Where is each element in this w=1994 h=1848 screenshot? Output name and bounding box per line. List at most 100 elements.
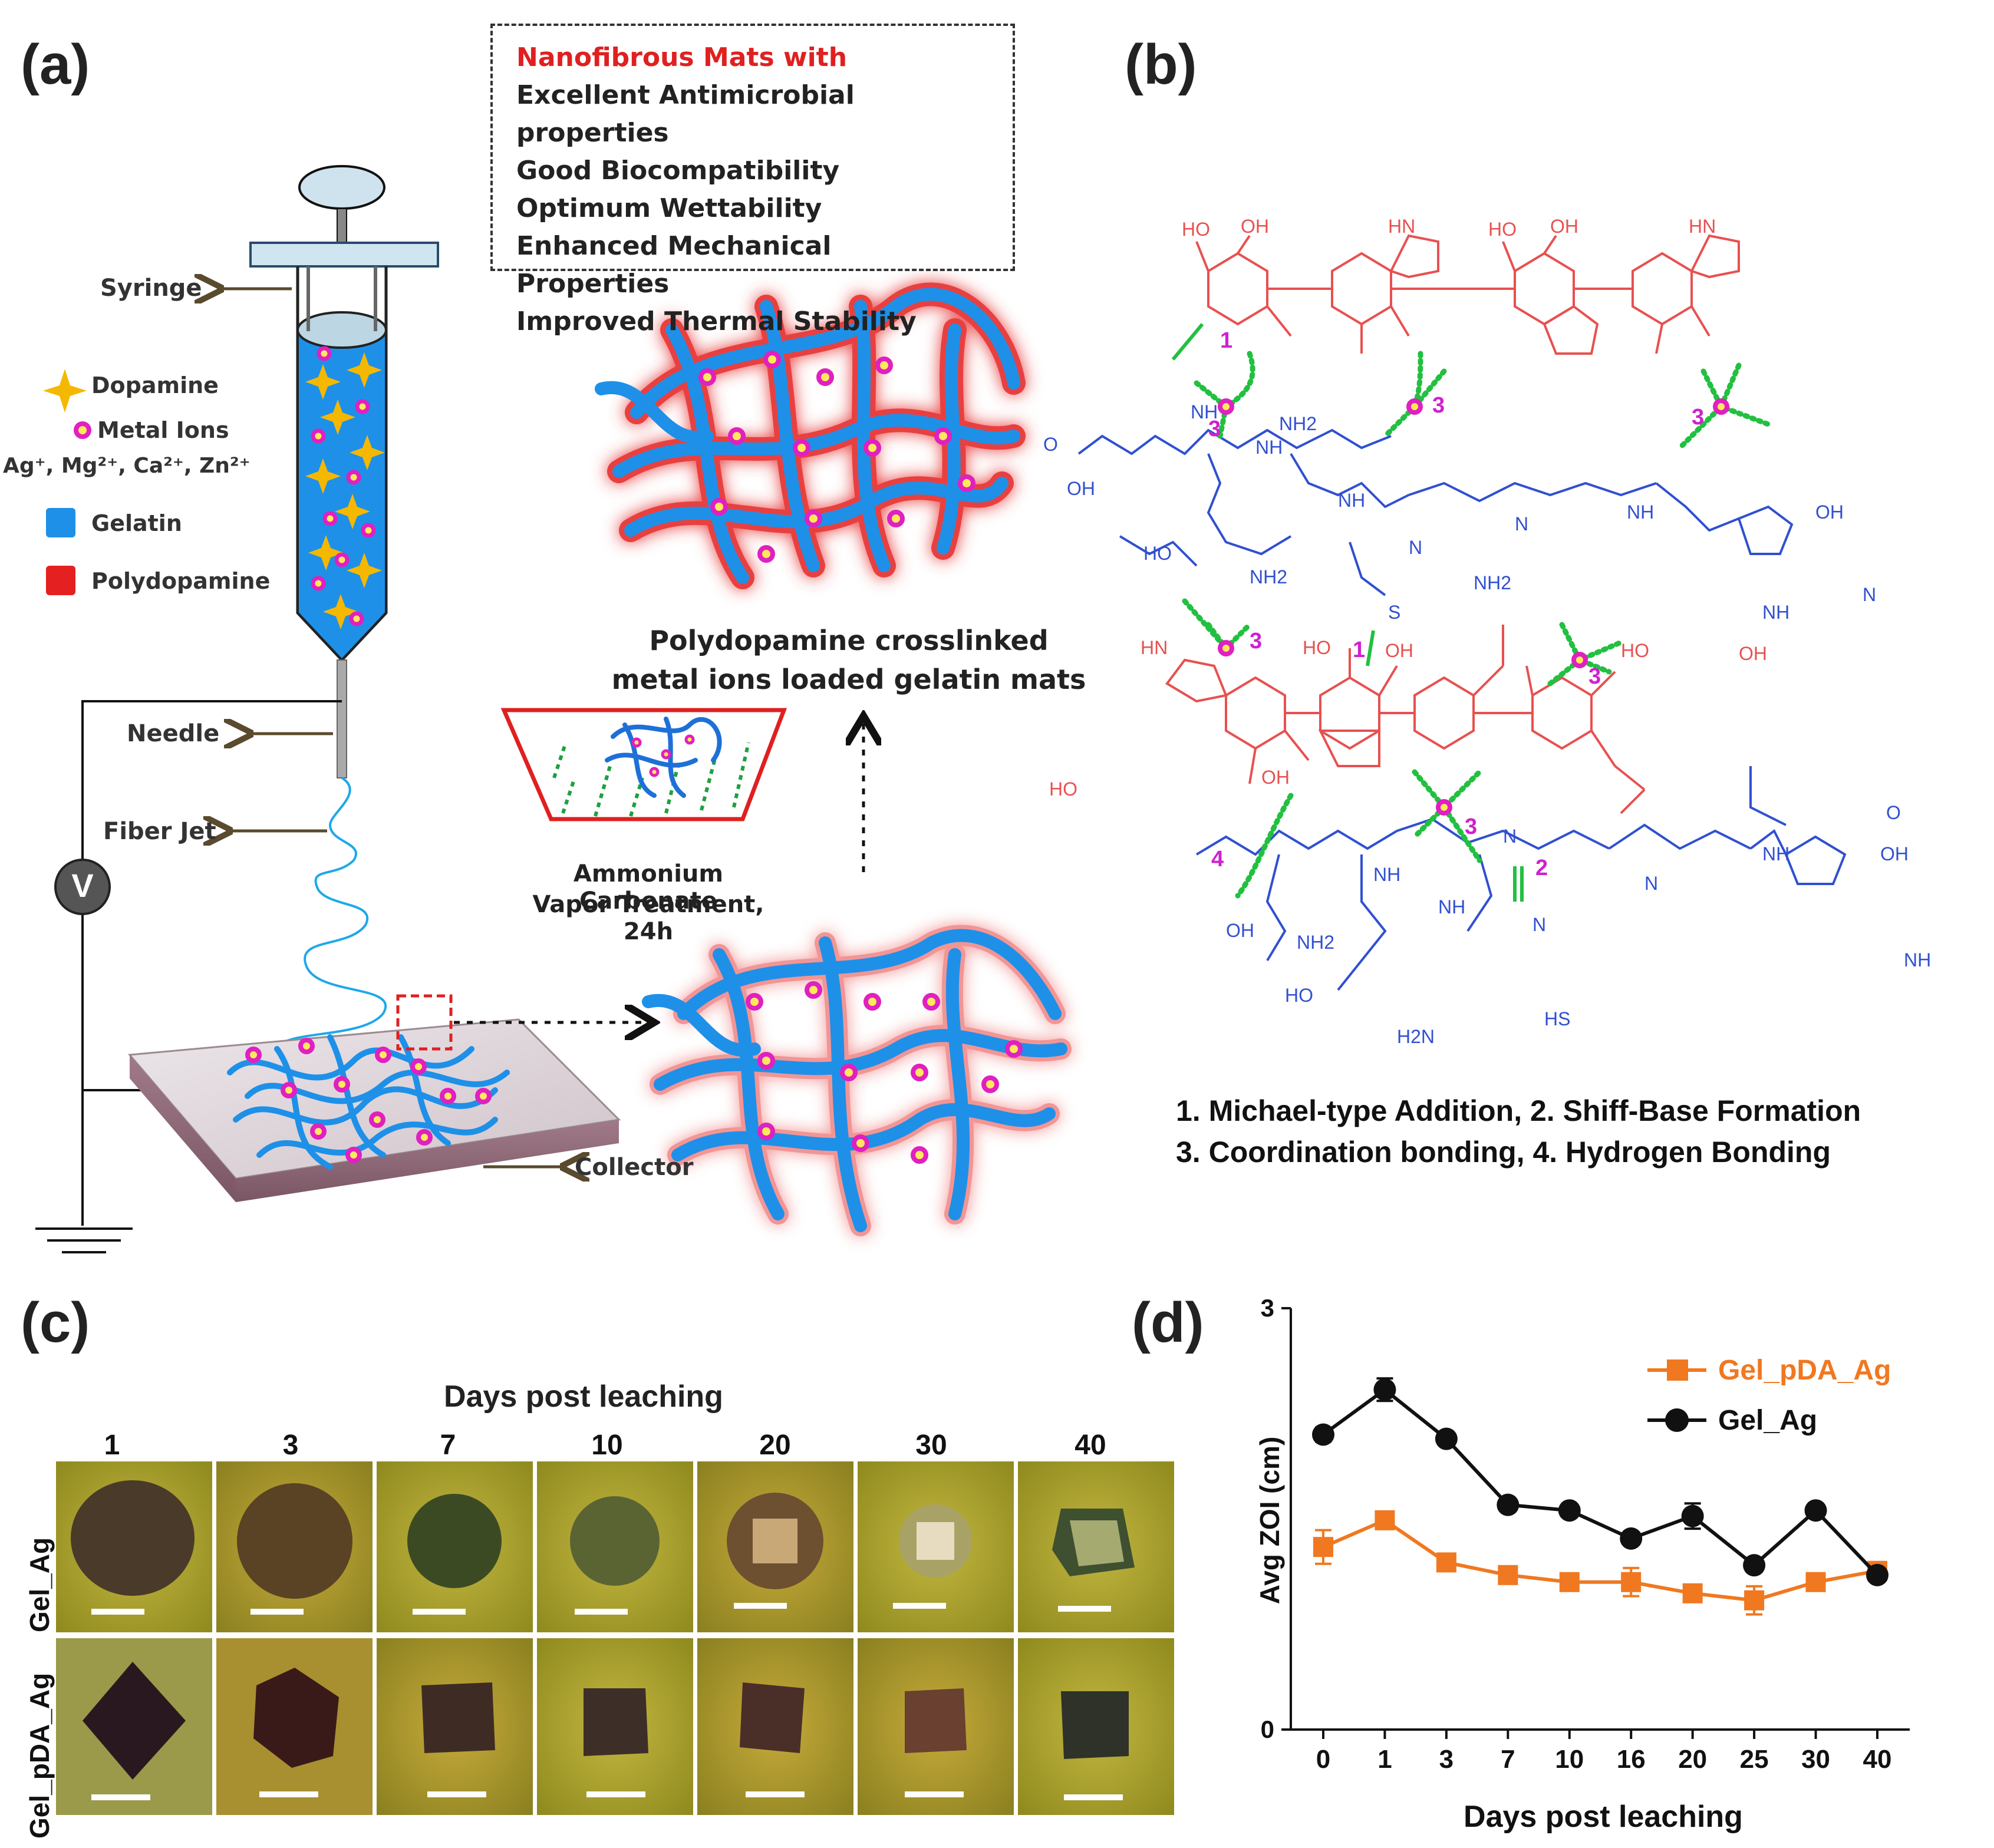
panel-label-c: (c) — [21, 1291, 90, 1354]
y-tick-label: 3 — [1261, 1294, 1274, 1322]
scale-bars-bottom — [91, 1791, 1123, 1800]
chem-nh: NH — [1438, 896, 1465, 918]
deposited-metal-ions — [245, 1038, 492, 1163]
panel-c-title: Days post leaching — [444, 1380, 723, 1414]
polydopamine-swatch — [46, 566, 75, 595]
crosslinking-chemistry-diagram: HO OH HN HO OH HN HN HO OH HO HO OH OH N… — [1043, 216, 1931, 1047]
chem-nh: NH — [1191, 401, 1218, 423]
chem-oh: OH — [1815, 501, 1844, 523]
bond-type-label: 2 — [1535, 856, 1548, 880]
photo-row-gel-ag — [56, 1461, 1174, 1632]
chem-hs: HS — [1544, 1008, 1570, 1029]
treatment-caption-line2: Vapor Treatment, 24h — [532, 891, 764, 945]
gelatin-mat-bottom — [642, 925, 1072, 1236]
needle-label: Needle — [127, 720, 220, 747]
chem-hn: HN — [1689, 216, 1716, 237]
chem-n: N — [1644, 873, 1658, 894]
dopamine-star-icon — [43, 369, 87, 412]
legend-dopamine-label: Dopamine — [91, 372, 219, 398]
chem-oh: OH — [1550, 216, 1578, 237]
chem-nh: NH — [1762, 602, 1789, 623]
day-label: 1 — [104, 1430, 120, 1461]
chem-ho: HO — [1303, 637, 1331, 658]
legend-gelatin-label: Gelatin — [91, 510, 182, 536]
x-tick-label: 30 — [1801, 1745, 1830, 1774]
chem-nh: NH — [1255, 437, 1283, 458]
polydopamine-top-chain — [1195, 234, 1740, 355]
chem-o: O — [1886, 802, 1901, 823]
chem-oh: OH — [1067, 478, 1095, 499]
chem-h2n: H2N — [1397, 1026, 1435, 1047]
x-tick-label: 3 — [1439, 1745, 1454, 1774]
polydopamine-bottom-chain — [1165, 625, 1646, 814]
reaction-legend-line1: 1. Michael-type Addition, 2. Shiff-Base … — [1176, 1094, 1861, 1127]
electrospinning-schematic — [35, 165, 1072, 1253]
x-tick-label: 10 — [1555, 1745, 1584, 1774]
voltage-label: V — [71, 867, 94, 904]
collector-plate — [127, 1018, 621, 1202]
data-point — [1682, 1583, 1703, 1603]
crosslinked-mat-top — [595, 282, 1026, 589]
day-label: 10 — [591, 1430, 623, 1461]
data-point — [1866, 1563, 1888, 1586]
chem-n: N — [1503, 826, 1517, 847]
property-item: Enhanced Mechanical Properties — [516, 231, 832, 299]
zoom-box — [396, 994, 453, 1051]
bond-type-label: 1 — [1220, 328, 1232, 353]
syringe-plunger-cap — [298, 165, 385, 210]
data-point — [1681, 1504, 1704, 1527]
bond-type-label: 3 — [1208, 417, 1221, 441]
chem-ho: HO — [1285, 985, 1313, 1006]
metal-ion-icon — [74, 421, 91, 439]
chem-hn: HN — [1141, 637, 1168, 658]
data-point — [1373, 1378, 1396, 1401]
metal-ion-centers — [1218, 398, 1729, 816]
bond-type-label: 3 — [1588, 664, 1601, 689]
chem-ho: HO — [1182, 219, 1210, 240]
data-point — [1559, 1572, 1580, 1592]
reaction-legend-line2: 3. Coordination bonding, 4. Hydrogen Bon… — [1176, 1136, 1831, 1169]
row-label-gel-pda-ag: Gel_pDA_Ag — [24, 1672, 55, 1839]
x-axis-label: Days post leaching — [1464, 1800, 1743, 1834]
syringe-label: Syringe — [100, 275, 202, 302]
data-point — [1498, 1565, 1518, 1585]
chart-axes — [1290, 1308, 1910, 1731]
chem-oh: OH — [1880, 843, 1909, 864]
chem-nh2: NH2 — [1474, 572, 1511, 593]
bond-type-label: 1 — [1353, 638, 1365, 662]
legend-marker — [1665, 1408, 1689, 1432]
properties-header: Nanofibrous Mats with — [516, 42, 848, 72]
property-item: Improved Thermal Stability — [516, 306, 917, 336]
chem-ho: HO — [1049, 778, 1077, 800]
bond-type-label: 3 — [1250, 629, 1262, 654]
chem-n: N — [1532, 914, 1546, 935]
x-tick-label: 7 — [1501, 1745, 1515, 1774]
fiber-jet-label: Fiber Jet — [103, 818, 216, 845]
scale-bars-top — [91, 1603, 1111, 1615]
chem-oh: OH — [1241, 216, 1269, 237]
syringe — [249, 165, 439, 778]
chem-s: S — [1388, 602, 1400, 623]
reaction-legend: 1. Michael-type Addition, 2. Shiff-Base … — [1176, 1090, 1989, 1173]
panel-label-a: (a) — [21, 33, 90, 96]
chem-nh2: NH2 — [1279, 413, 1317, 434]
gelatin-swatch — [46, 508, 75, 537]
day-label: 7 — [440, 1430, 456, 1461]
chem-o: O — [1043, 434, 1058, 455]
syringe-plunger-rod — [337, 208, 347, 245]
data-point — [1313, 1537, 1333, 1557]
series-line — [1322, 1387, 1879, 1576]
needle — [337, 659, 347, 778]
y-axis-label: Avg ZOI (cm) — [1254, 1437, 1285, 1605]
chem-hn: HN — [1388, 216, 1415, 237]
legend-label: Gel_pDA_Ag — [1718, 1355, 1891, 1386]
row-label-gel-ag: Gel_Ag — [24, 1537, 55, 1632]
chem-nh: NH — [1627, 501, 1654, 523]
crosslinked-caption-line1: Polydopamine crosslinked — [649, 625, 1049, 656]
collector-label: Collector — [575, 1154, 694, 1181]
data-point — [1744, 1590, 1765, 1611]
day-label: 20 — [759, 1430, 791, 1461]
chem-ho: HO — [1621, 640, 1649, 661]
